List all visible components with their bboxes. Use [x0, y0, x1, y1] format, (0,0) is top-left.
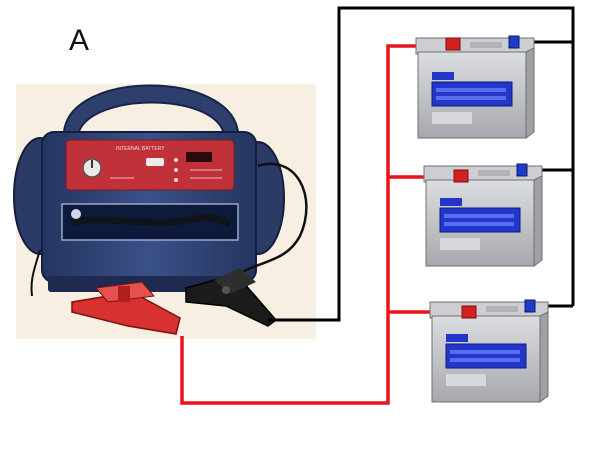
panel-label: A [69, 24, 89, 57]
battery-3-positive-terminal[interactable] [461, 305, 477, 319]
battery-1-negative-terminal[interactable] [508, 35, 520, 49]
battery-1 [415, 35, 535, 139]
battery-charger: INTERNAL BATTERY [13, 84, 308, 297]
battery-2-positive-terminal[interactable] [453, 169, 469, 183]
charger-logo [71, 209, 81, 219]
charger-display [186, 152, 212, 162]
red-positive-clamp[interactable] [71, 281, 181, 335]
battery-1-label [431, 81, 513, 107]
battery-3-label [445, 343, 527, 369]
battery-2 [423, 163, 543, 267]
battery-3-negative-terminal[interactable] [524, 299, 536, 313]
charger-center-button[interactable] [146, 158, 164, 166]
black-negative-clamp[interactable] [185, 268, 278, 327]
battery-2-label [439, 207, 521, 233]
charger-panel-text: INTERNAL BATTERY [116, 146, 165, 152]
battery-1-positive-terminal[interactable] [445, 37, 461, 51]
battery-3 [429, 299, 549, 403]
battery-2-negative-terminal[interactable] [516, 163, 528, 177]
charger-power-cord [233, 162, 308, 278]
